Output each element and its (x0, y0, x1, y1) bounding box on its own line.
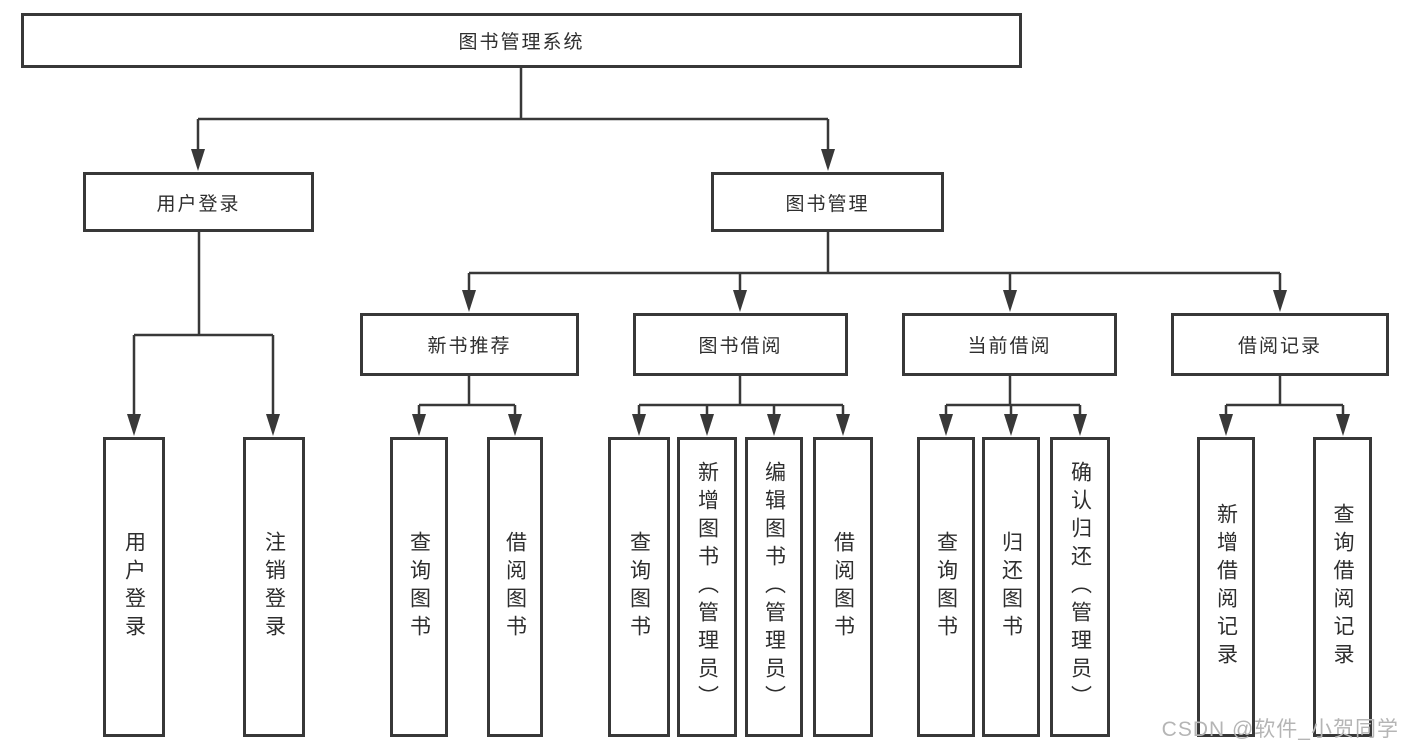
node-user-login-branch: 用户登录 (83, 172, 314, 232)
leaf-user-login-label: 用户登录 (122, 531, 146, 643)
leaf-add-books-admin-label: 新增图书（管理员） (695, 461, 719, 713)
node-book-management: 图书管理 (711, 172, 944, 232)
watermark: CSDN @软件_小贺同学 (1161, 718, 1399, 741)
leaf-confirm-return-admin: 确认归还（管理员） (1050, 437, 1110, 737)
leaf-add-borrow-record: 新增借阅记录 (1197, 437, 1255, 737)
node-book-management-label: 图书管理 (785, 193, 870, 215)
leaf-edit-books-admin: 编辑图书（管理员） (745, 437, 803, 737)
leaf-borrow-books-borrowing-label: 借阅图书 (831, 531, 855, 643)
leaf-add-books-admin: 新增图书（管理员） (677, 437, 737, 737)
leaf-borrow-books-recommend-label: 借阅图书 (503, 531, 527, 643)
leaf-confirm-return-admin-label: 确认归还（管理员） (1068, 461, 1092, 713)
leaf-borrow-books-recommend: 借阅图书 (487, 437, 543, 737)
leaf-logout: 注销登录 (243, 437, 305, 737)
leaf-logout-label: 注销登录 (262, 531, 286, 643)
leaf-return-books-label: 归还图书 (999, 531, 1023, 643)
node-new-book-recommend-label: 新书推荐 (427, 336, 512, 357)
node-root-label: 图书管理系统 (458, 32, 585, 53)
node-borrowing-records-label: 借阅记录 (1237, 336, 1322, 357)
node-root: 图书管理系统 (21, 13, 1022, 68)
connector-segments (132, 68, 1345, 418)
node-book-borrowing: 图书借阅 (633, 313, 848, 376)
node-user-login-branch-label: 用户登录 (156, 193, 241, 215)
arrowheads (127, 149, 1350, 436)
leaf-query-books-current: 查询图书 (917, 437, 975, 737)
leaf-query-books-recommend-label: 查询图书 (407, 531, 431, 643)
leaf-query-books-borrowing-label: 查询图书 (627, 531, 651, 643)
leaf-query-books-recommend: 查询图书 (390, 437, 448, 737)
leaf-edit-books-admin-label: 编辑图书（管理员） (762, 461, 786, 713)
leaf-query-books-current-label: 查询图书 (934, 531, 958, 643)
node-borrowing-records: 借阅记录 (1171, 313, 1389, 376)
leaf-add-borrow-record-label: 新增借阅记录 (1214, 503, 1238, 671)
leaf-query-borrow-record-label: 查询借阅记录 (1331, 503, 1354, 671)
node-current-borrowing: 当前借阅 (902, 313, 1117, 376)
leaf-query-books-borrowing: 查询图书 (608, 437, 670, 737)
node-new-book-recommend: 新书推荐 (360, 313, 579, 376)
leaf-return-books: 归还图书 (982, 437, 1040, 737)
leaf-query-borrow-record: 查询借阅记录 (1313, 437, 1372, 737)
node-current-borrowing-label: 当前借阅 (967, 336, 1052, 357)
leaf-user-login: 用户登录 (103, 437, 165, 737)
node-book-borrowing-label: 图书借阅 (698, 336, 783, 357)
leaf-borrow-books-borrowing: 借阅图书 (813, 437, 873, 737)
